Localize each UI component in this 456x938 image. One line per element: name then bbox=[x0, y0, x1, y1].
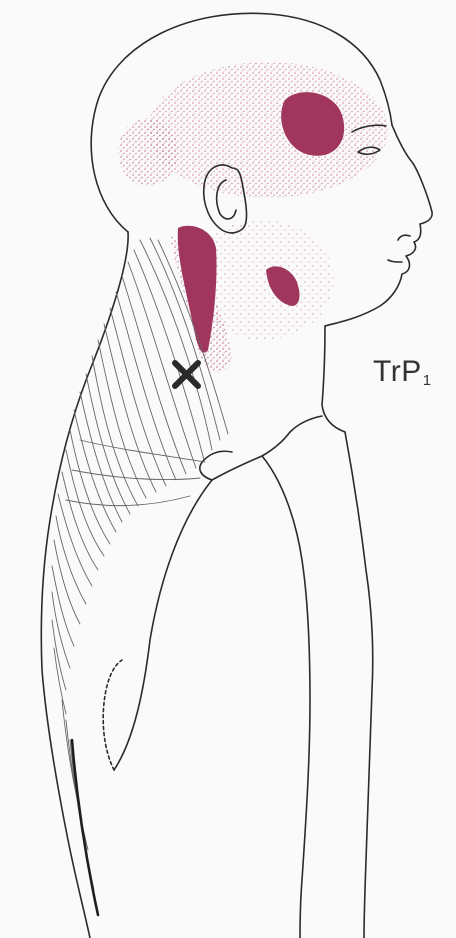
chest-front bbox=[345, 432, 373, 938]
shoulder-cap bbox=[200, 451, 232, 480]
arm-back bbox=[114, 480, 212, 770]
temple-stipple-zone bbox=[148, 62, 388, 198]
trigger-point-label: TrP1 bbox=[373, 357, 432, 388]
referral-stipple-zones bbox=[118, 62, 388, 372]
shoulder bbox=[212, 416, 322, 480]
neck-back bbox=[41, 232, 128, 938]
occipital-stipple-zone bbox=[118, 118, 178, 186]
mouth bbox=[388, 260, 402, 262]
trigger-point-label-main: TrP bbox=[373, 355, 422, 388]
nostril bbox=[398, 235, 410, 240]
armpit-dashed bbox=[103, 660, 122, 770]
neck-front bbox=[322, 326, 345, 432]
arm-front bbox=[262, 456, 310, 938]
trigger-point-label-subscript: 1 bbox=[423, 372, 432, 389]
x-mark-icon bbox=[175, 363, 198, 386]
